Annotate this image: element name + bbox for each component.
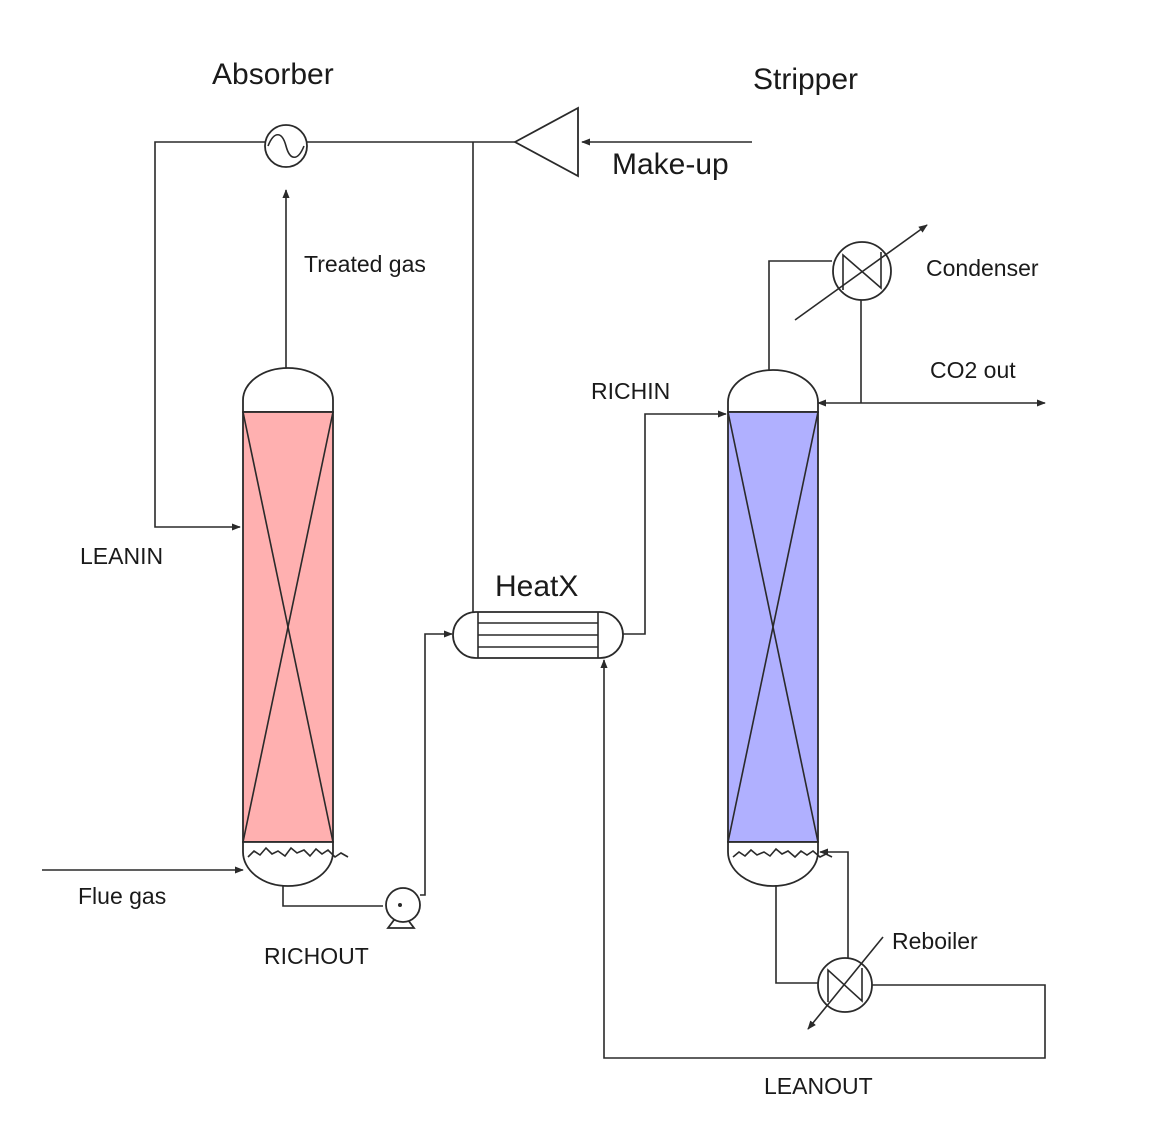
- richin-label: RICHIN: [591, 378, 670, 404]
- co2-out-label: CO2 out: [930, 357, 1016, 383]
- reboiler-label: Reboiler: [892, 928, 978, 954]
- richout-label: RICHOUT: [264, 943, 369, 969]
- treated-gas-label: Treated gas: [304, 251, 426, 277]
- condenser-label: Condenser: [926, 255, 1039, 281]
- leanout-line: [600, 659, 1046, 1059]
- makeup-mixer-icon: [513, 106, 579, 178]
- absorber-title: Absorber: [212, 58, 334, 91]
- flue-gas-label: Flue gas: [78, 883, 166, 909]
- pump-icon: [385, 887, 421, 929]
- leanin-label: LEANIN: [80, 543, 163, 569]
- richout-line: [282, 886, 383, 907]
- stripper-column: [727, 369, 833, 887]
- lean-cooler-icon: [264, 124, 308, 168]
- heatx-label: HeatX: [495, 570, 578, 603]
- condenser-icon: [794, 224, 928, 321]
- richin-line: [623, 410, 727, 635]
- pump-to-heatx-line: [420, 630, 453, 896]
- stripper-title: Stripper: [753, 63, 858, 96]
- makeup-label: Make-up: [612, 148, 729, 181]
- heatx-exchanger-icon: [452, 611, 624, 659]
- reboiler-vapor-line: [819, 848, 849, 958]
- absorber-column: [242, 367, 349, 887]
- lean-recycle-line: [154, 141, 515, 531]
- overhead-vapor-line: [768, 260, 832, 370]
- leanout-label: LEANOUT: [764, 1073, 873, 1099]
- stripper-bottoms-line: [775, 885, 818, 984]
- reboiler-icon: [807, 936, 884, 1030]
